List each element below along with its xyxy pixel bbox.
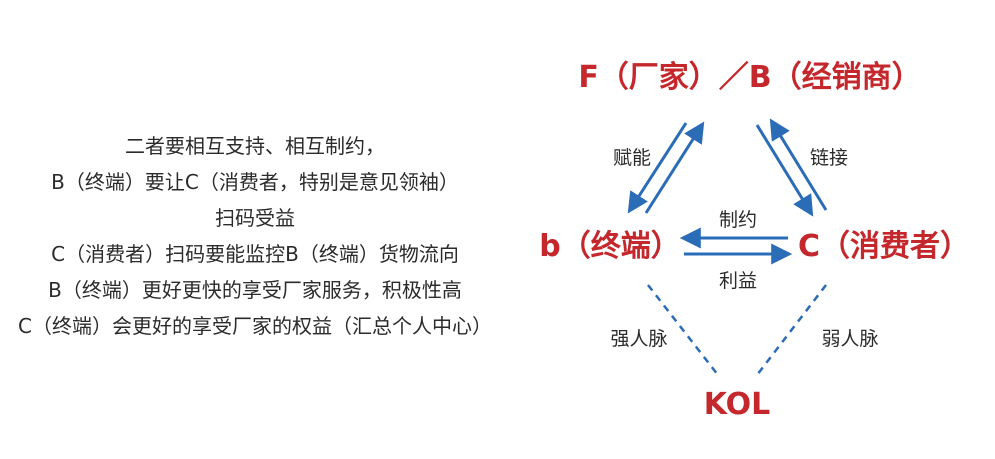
relation-label-empower: 赋能 (613, 147, 651, 169)
dashed-line-terminal-kol (647, 284, 719, 376)
description-text-block: 二者要相互支持、相互制约， B（终端）要让C（消费者，特别是意见领袖） 扫码受益… (0, 128, 510, 344)
text-line: B（终端）更好更快的享受厂家服务，积极性高 (48, 278, 462, 302)
arrow-top-to-terminal (627, 122, 688, 214)
text-line: B（终端）要让C（消费者，特别是意见领袖） (51, 170, 459, 194)
node-terminal: b（终端） (539, 229, 680, 264)
node-consumer: C（消费者） (798, 229, 970, 264)
dashed-line-consumer-kol (756, 284, 827, 376)
arrow-terminal-to-top (644, 121, 705, 214)
relation-label-link: 链接 (810, 147, 848, 169)
text-line: C（消费者）扫码要能监控B（终端）货物流向 (51, 242, 459, 266)
text-line: C（终端）会更好的享受厂家的权益（汇总个人中心） (18, 314, 492, 338)
relation-label-benefit: 利益 (719, 270, 757, 292)
relation-label-restrict: 制约 (719, 209, 757, 231)
arrow-consumer-to-top (769, 118, 828, 211)
relation-label-weak-network: 弱人脉 (821, 328, 878, 350)
node-kol: KOL (704, 387, 771, 422)
text-line: 二者要相互支持、相互制约， (125, 134, 385, 158)
arrow-top-to-consumer (755, 124, 814, 217)
node-manufacturer-distributor: F（厂家）／B（经销商） (578, 60, 921, 95)
relation-label-strong-network: 强人脉 (610, 328, 667, 350)
text-line: 扫码受益 (215, 206, 295, 230)
